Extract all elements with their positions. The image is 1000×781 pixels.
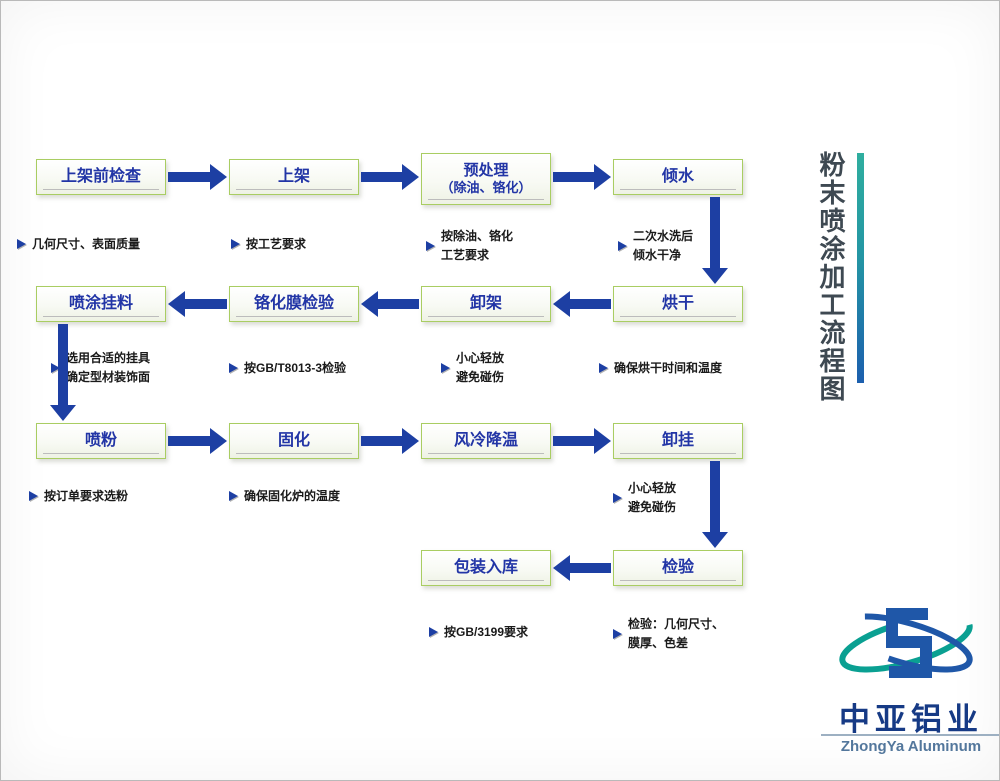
flow-step-packing-warehousing: 包装入库 (421, 550, 551, 586)
note-line: 按除油、铬化 (441, 229, 514, 243)
note-line: 按工艺要求 (246, 237, 307, 251)
arrow-right-icon (229, 363, 238, 374)
flow-arrow-left (553, 555, 611, 581)
logo-text-cn: 中亚铝业 (839, 702, 983, 737)
note-line: 检验：几何尺寸、 (628, 617, 725, 631)
flow-step-unracking: 卸架 (421, 286, 551, 322)
arrow-right-icon (426, 240, 435, 251)
flow-step-pretreatment: 预处理 （除油、铬化） (421, 153, 551, 205)
flow-arrow-right (168, 164, 227, 190)
arrow-right-icon (613, 628, 622, 639)
note-line: 小心轻放 (628, 481, 677, 495)
arrow-right-icon (51, 362, 60, 373)
arrow-right-icon (17, 239, 26, 250)
note-curing-oven-temperature: 确保固化炉的温度 (229, 487, 340, 506)
flow-step-air-cooling: 风冷降温 (421, 423, 551, 459)
arrow-right-icon (441, 362, 450, 373)
note-inspection-items: 检验：几何尺寸、 膜厚、色差 (613, 615, 724, 652)
note-line: 按GB/3199要求 (444, 625, 529, 639)
note-gb-3199-requirements: 按GB/3199要求 (429, 623, 528, 642)
flow-step-powder-spray: 喷粉 (36, 423, 166, 459)
flow-arrow-left (168, 291, 227, 317)
flow-arrow-down (702, 197, 728, 284)
flow-step-label: 铬化膜检验 (253, 294, 334, 312)
flow-step-pre-rack-inspection: 上架前检查 (36, 159, 166, 195)
flow-step-label: 喷涂挂料 (68, 294, 133, 312)
note-line: 确定型材装饰面 (66, 369, 151, 384)
note-line: 小心轻放 (456, 351, 505, 365)
arrow-right-icon (429, 627, 438, 638)
flow-step-label: 上架前检查 (60, 167, 141, 185)
page-title: 粉末喷涂加工流程图 (816, 151, 846, 403)
note-second-rinse: 二次水洗后 倾水干净 (618, 227, 693, 264)
flow-step-label: 检验 (661, 558, 694, 576)
note-gb-t8013-inspection: 按GB/T8013-3检验 (229, 359, 346, 378)
note-line: 按订单要求选粉 (44, 489, 129, 503)
note-line: 倾水干净 (633, 247, 682, 262)
flow-step-label: 固化 (277, 431, 310, 449)
flow-arrow-right (553, 164, 611, 190)
zhongya-logo-icon (829, 593, 983, 702)
note-line: 确保烘干时间和温度 (614, 361, 723, 375)
flow-step-racking: 上架 (229, 159, 359, 195)
flow-step-label: 上架 (277, 167, 310, 185)
flow-step-label: 卸架 (469, 294, 502, 312)
note-handle-gently-1: 小心轻放 避免碰伤 (441, 349, 504, 386)
note-line: 按GB/T8013-3检验 (244, 361, 347, 375)
flow-step-label: 卸挂 (661, 431, 694, 449)
flow-arrow-left (361, 291, 419, 317)
note-geometry-surface: 几何尺寸、表面质量 (17, 235, 140, 254)
arrow-right-icon (613, 492, 622, 503)
note-per-process-requirements: 按工艺要求 (231, 235, 306, 254)
note-select-hanger: 选用合适的挂具 确定型材装饰面 (51, 349, 150, 386)
arrow-right-icon (599, 363, 608, 374)
note-line: 避免碰伤 (456, 369, 505, 384)
flow-step-drain-water: 倾水 (613, 159, 743, 195)
flow-step-inspection: 检验 (613, 550, 743, 586)
note-line: 几何尺寸、表面质量 (32, 237, 141, 251)
flow-step-label: 包装入库 (453, 558, 518, 576)
arrow-right-icon (231, 239, 240, 250)
flow-arrow-right (361, 428, 419, 454)
arrow-right-icon (29, 491, 38, 502)
flow-step-unhanging: 卸挂 (613, 423, 743, 459)
flow-step-spray-hanging: 喷涂挂料 (36, 286, 166, 322)
logo-divider (821, 734, 999, 736)
flow-step-sublabel: （除油、铬化） (440, 179, 532, 195)
flow-arrow-right (168, 428, 227, 454)
flow-step-label: 风冷降温 (453, 431, 518, 449)
note-line: 工艺要求 (441, 247, 490, 262)
arrow-right-icon (618, 240, 627, 251)
logo-text-en: ZhongYa Aluminum (840, 738, 982, 755)
flow-step-drying: 烘干 (613, 286, 743, 322)
flow-step-chromate-film-inspection: 铬化膜检验 (229, 286, 359, 322)
note-drying-time-temperature: 确保烘干时间和温度 (599, 359, 722, 378)
flow-arrow-left (553, 291, 611, 317)
arrow-right-icon (229, 491, 238, 502)
flow-arrow-down (50, 324, 76, 421)
flow-arrow-down (702, 461, 728, 548)
flow-arrow-right (553, 428, 611, 454)
flow-arrow-right (361, 164, 419, 190)
note-select-powder: 按订单要求选粉 (29, 487, 128, 506)
flow-step-label: 烘干 (661, 294, 694, 312)
note-handle-gently-2: 小心轻放 避免碰伤 (613, 479, 676, 516)
note-line: 选用合适的挂具 (66, 351, 151, 365)
flow-step-label: 预处理 (463, 162, 509, 180)
flow-step-label: 倾水 (661, 167, 694, 185)
note-line: 二次水洗后 (633, 229, 694, 243)
flow-step-label: 喷粉 (84, 431, 117, 449)
title-accent-bar (857, 153, 864, 383)
note-line: 避免碰伤 (628, 499, 677, 514)
flow-step-curing: 固化 (229, 423, 359, 459)
note-line: 确保固化炉的温度 (244, 489, 341, 503)
note-degrease-chromate-process: 按除油、铬化 工艺要求 (426, 227, 513, 264)
note-line: 膜厚、色差 (628, 635, 689, 650)
